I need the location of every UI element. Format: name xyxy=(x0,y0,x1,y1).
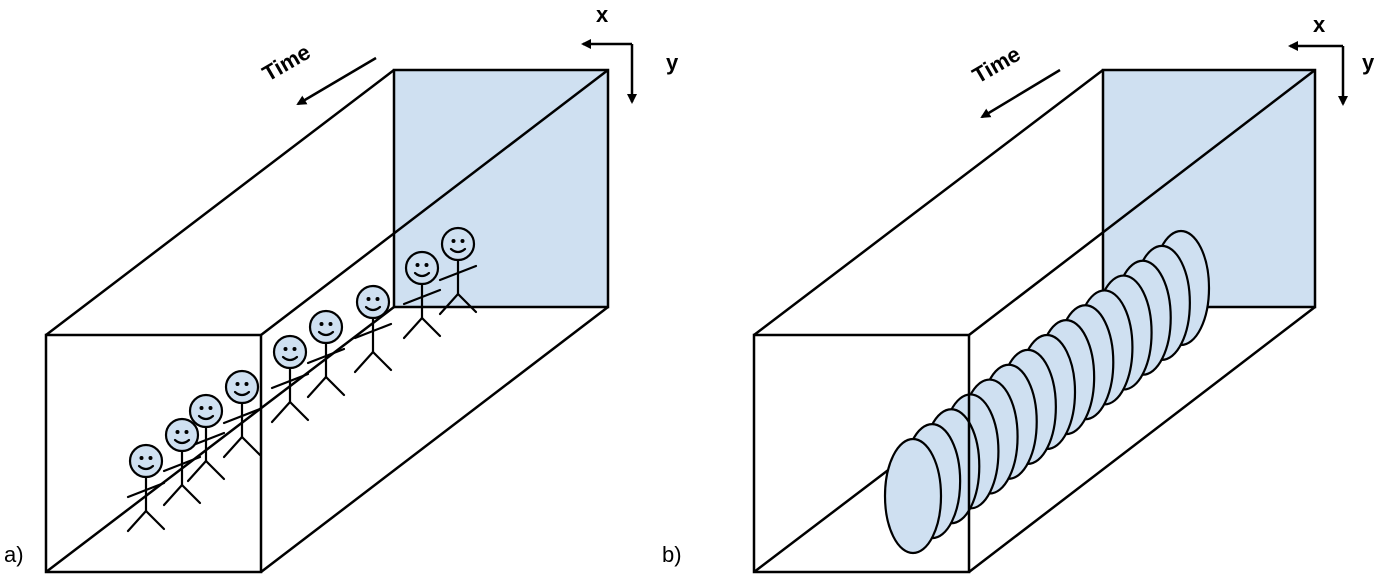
axis-y-label-a: y xyxy=(666,50,679,75)
time-label-a: Time xyxy=(258,39,315,86)
time-volume-box-a xyxy=(45,69,609,573)
stick-figure xyxy=(438,226,478,316)
front-frame-a xyxy=(44,333,263,574)
axis-x-label-b: x xyxy=(1313,12,1326,37)
panel-b: Time x y b) xyxy=(662,12,1375,574)
stick-figure xyxy=(306,309,346,399)
stick-figure xyxy=(402,250,442,340)
axes-indicator-b xyxy=(1288,41,1348,106)
stick-figure xyxy=(126,443,166,533)
panel-a: Time x y a) xyxy=(4,2,679,574)
stick-figure xyxy=(353,284,393,374)
ellipse-slice xyxy=(883,437,943,555)
panel-label-b: b) xyxy=(662,542,682,567)
axis-y-label-b: y xyxy=(1362,50,1375,75)
stick-figure xyxy=(270,334,310,424)
axis-x-label-a: x xyxy=(596,2,609,27)
front-frame-b xyxy=(752,333,971,574)
stick-figures xyxy=(126,226,478,533)
time-label-b: Time xyxy=(968,41,1025,88)
stick-figure xyxy=(222,369,262,459)
panel-label-a: a) xyxy=(4,542,24,567)
time-arrow-b xyxy=(980,68,1061,119)
ellipse-stack xyxy=(883,229,1211,555)
axes-indicator-a xyxy=(581,39,637,104)
time-arrow-a xyxy=(296,56,377,106)
stick-figure xyxy=(162,417,202,507)
